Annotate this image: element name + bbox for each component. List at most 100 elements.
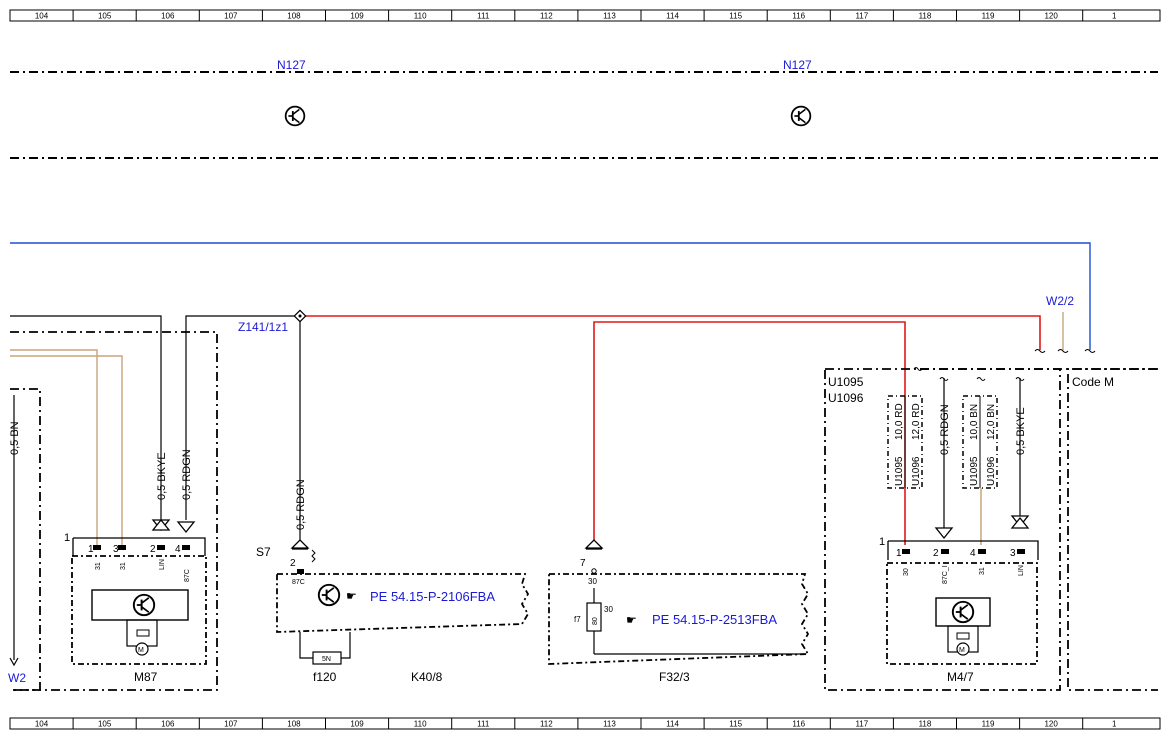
- ruler-top-cell: 111: [477, 12, 490, 21]
- f32-ref-link[interactable]: PE 54.15-P-2513FBA: [652, 612, 777, 627]
- m87-connector-bar: [73, 537, 206, 556]
- ruler-top-cell: 105: [98, 12, 112, 21]
- m47-pin-3: 3: [1010, 548, 1016, 559]
- m87-pin-label-1: 31: [95, 562, 102, 570]
- spring-icon: [311, 549, 316, 563]
- n127-label-left[interactable]: N127: [277, 58, 306, 72]
- wire-label-u1096-a: U1096: [911, 456, 922, 486]
- f32-label-30a: 30: [588, 577, 597, 586]
- motor-housing: [126, 619, 158, 647]
- transistor-icon: [951, 600, 975, 624]
- z141-label[interactable]: Z141/1z1: [238, 320, 288, 334]
- m87-pin-label-3: 31: [120, 562, 127, 570]
- m87-module-box: [71, 555, 207, 665]
- m87-label[interactable]: M87: [134, 670, 158, 684]
- u1096-label[interactable]: U1096: [828, 391, 864, 405]
- wire-red-z141: [300, 315, 1041, 350]
- ruler-bottom-cell: 115: [729, 720, 742, 729]
- ruler-top-cell: 104: [35, 12, 49, 21]
- m47-pin-2: 2: [933, 548, 939, 559]
- k40-8-label[interactable]: K40/8: [411, 670, 443, 684]
- f120-label[interactable]: f120: [313, 670, 337, 684]
- u-area-boundary: [824, 368, 1061, 691]
- wire-label-rd12: 12,0 RD: [911, 403, 922, 440]
- arrow-icon: [9, 657, 19, 667]
- ruler-top-cell: 110: [414, 12, 427, 21]
- m87-pin-3: 3: [113, 544, 119, 555]
- wire-brown-1: [10, 349, 98, 545]
- ruler-bottom-cell: 113: [603, 720, 616, 729]
- wire-label-rd10: 10,0 RD: [894, 403, 905, 440]
- wire-label-u1095-b: U1095: [969, 456, 980, 486]
- motor-icon: [956, 642, 970, 656]
- m47-block-number: 1: [879, 536, 885, 548]
- ruler-bottom-cell: 117: [855, 720, 868, 729]
- ruler-bottom-cell: 107: [224, 720, 238, 729]
- ruler-top-cell: 115: [729, 12, 742, 21]
- s7-label[interactable]: S7: [256, 545, 271, 559]
- ruler-top-cell: 118: [919, 12, 932, 21]
- ruler-bottom-cell: 110: [414, 720, 427, 729]
- wire-label-bn12: 12,0 BN: [986, 404, 997, 440]
- ruler-top-outline: [9, 9, 1161, 22]
- wire-label-m47-bkye: 0,5 BKYE: [1015, 407, 1027, 455]
- transistor-icon: [284, 105, 306, 127]
- wire-label-m87-bkye: 0,5 BKYE: [156, 452, 168, 500]
- ruler-top-cell: 107: [224, 12, 238, 21]
- f32-3-label[interactable]: F32/3: [659, 670, 690, 684]
- ruler-bottom-cell: 109: [350, 720, 364, 729]
- svg-text:M: M: [138, 647, 144, 654]
- f32-fuse-f7: f7: [574, 615, 581, 624]
- ruler-bottom-cell: 105: [98, 720, 112, 729]
- wire-label-m87-rdgn: 0,5 RDGN: [181, 449, 193, 500]
- fuse-f7: [586, 602, 602, 632]
- motor-brush-icon: [136, 629, 150, 637]
- m47-pin-label-3: LIN: [1018, 565, 1025, 576]
- m87-pin-blocks: [93, 545, 190, 550]
- m47-pin-1: 1: [896, 548, 902, 559]
- f32-label-30b: 30: [604, 605, 613, 614]
- m87-area-boundary: [10, 331, 218, 691]
- u1095-label[interactable]: U1095: [828, 375, 864, 389]
- ruler-bottom-cell: 111: [477, 720, 490, 729]
- f32-pin-7: 7: [580, 558, 586, 569]
- wire-red-f32: [593, 321, 906, 545]
- ruler-top-cell: 116: [792, 12, 805, 21]
- wire-blue: [10, 242, 1091, 350]
- svg-text:M: M: [959, 647, 965, 654]
- ruler-top-cell: 120: [1044, 12, 1058, 21]
- m47-pin-label-1: 30: [903, 568, 910, 576]
- m47-pin-blocks: [902, 549, 1025, 554]
- k40-ref-link[interactable]: PE 54.15-P-2106FBA: [370, 589, 495, 604]
- ruler-bottom-cell: 120: [1044, 720, 1058, 729]
- m47-pin-4: 4: [970, 548, 976, 559]
- f32-fuse-80: 80: [592, 617, 599, 625]
- w2-left-label[interactable]: W2: [8, 671, 26, 685]
- w2-2-label[interactable]: W2/2: [1046, 294, 1074, 308]
- fuse-5n-label: 5N: [322, 656, 331, 663]
- ruler-bottom-cell: 104: [35, 720, 49, 729]
- m87-pin-label-2: LIN: [159, 559, 166, 570]
- ruler-top-cell: 108: [287, 12, 301, 21]
- wire-rdgn-m87: [185, 315, 300, 520]
- m87-pin-1: 1: [88, 544, 94, 555]
- m87-block-number: 1: [64, 532, 70, 544]
- motor-icon: [135, 642, 149, 656]
- motor-brush-icon: [956, 632, 970, 640]
- wire-label-s7-rdgn: 0,5 RDGN: [295, 479, 307, 530]
- wire-label-bn-left: 0,5 BN: [9, 421, 21, 455]
- ruler-bottom-cell: 106: [161, 720, 175, 729]
- ruler-top-cell: 1: [1112, 12, 1117, 21]
- hand-pointer-icon: ☛: [626, 613, 637, 627]
- n127-label-right[interactable]: N127: [783, 58, 812, 72]
- ruler-bottom-cell: 1: [1112, 720, 1117, 729]
- code-m-label[interactable]: Code M: [1072, 375, 1114, 389]
- connector-symbol-icon: [290, 539, 310, 549]
- s7-pin-label: 87C: [292, 579, 305, 586]
- break-marks: [939, 377, 1025, 381]
- m87-pin-4: 4: [175, 544, 181, 555]
- m4-7-label[interactable]: M4/7: [947, 670, 974, 684]
- connector-symbol-icon: [584, 539, 604, 549]
